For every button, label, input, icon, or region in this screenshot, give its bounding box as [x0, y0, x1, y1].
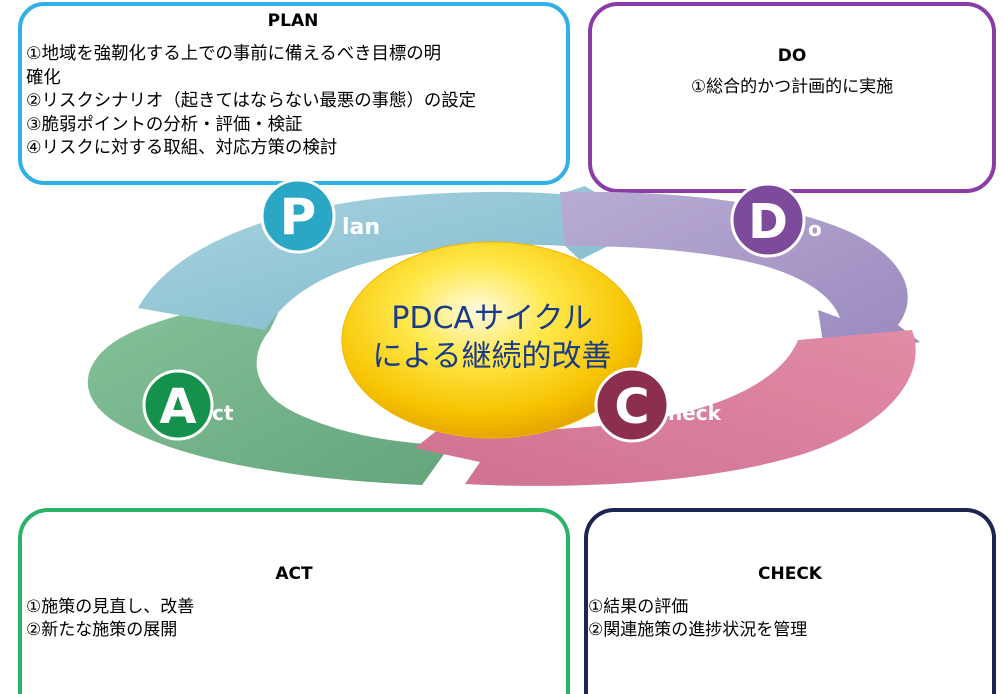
plan-line: ①地域を強靭化する上での事前に備えるべき目標の明 [26, 44, 442, 64]
plan-title: PLAN [267, 11, 319, 31]
act-lines: ①施策の見直し、改善 ②新たな施策の展開 [22, 596, 566, 642]
plan-badge-rest: lan [342, 215, 380, 240]
do-arrow [560, 191, 920, 356]
check-title: CHECK [758, 564, 822, 584]
plan-box: PLAN ①地域を強靭化する上での事前に備えるべき目標の明 確化 ②リスクシナリ… [18, 2, 570, 185]
center-circle [341, 241, 643, 439]
check-badge-rest: heck [668, 401, 722, 425]
do-badge-letter: D [748, 194, 788, 250]
check-line: ②関連施策の進捗状況を管理 [588, 620, 808, 640]
do-box: DO ①総合的かつ計画的に実施 [588, 2, 996, 193]
check-lines: ①結果の評価 ②関連施策の進捗状況を管理 [588, 596, 992, 642]
plan-line: ③脆弱ポイントの分析・評価・検証 [26, 114, 303, 135]
act-line: ①施策の見直し、改善 [26, 597, 195, 617]
center-label-line1: PDCAサイクル [391, 301, 592, 336]
check-badge: C heck [594, 367, 722, 443]
plan-line: 確化 [26, 67, 61, 88]
check-badge-letter: C [614, 379, 649, 435]
plan-badge-letter: P [280, 188, 317, 246]
do-badge-rest: o [808, 217, 822, 241]
act-badge-rest: ct [212, 401, 234, 425]
do-badge: D o [730, 182, 822, 258]
plan-badge: P lan [260, 180, 380, 254]
do-line: ①総合的かつ計画的に実施 [690, 77, 894, 97]
plan-lines: ①地域を強靭化する上での事前に備えるべき目標の明 確化 ②リスクシナリオ（起きて… [26, 43, 560, 161]
act-badge-letter: A [159, 379, 196, 435]
check-line: ①結果の評価 [588, 597, 689, 617]
check-arrow [415, 330, 916, 486]
pdca-cycle-diagram: PDCAサイクル による継続的改善 P lan D o C heck A ct [87, 180, 920, 486]
plan-line: ②リスクシナリオ（起きてはならない最悪の事態）の設定 [26, 91, 477, 111]
plan-line: ④リスクに対する取組、対応方策の検討 [26, 138, 338, 158]
do-lines: ①総合的かつ計画的に実施 [592, 76, 992, 99]
act-line: ②新たな施策の展開 [26, 620, 178, 640]
act-box: ACT ①施策の見直し、改善 ②新たな施策の展開 [18, 508, 570, 694]
check-box: CHECK ①結果の評価 ②関連施策の進捗状況を管理 [584, 508, 996, 694]
act-badge: A ct [142, 369, 234, 441]
center-label-line2: による継続的改善 [372, 339, 611, 374]
act-title: ACT [275, 564, 313, 584]
do-title: DO [777, 46, 807, 66]
